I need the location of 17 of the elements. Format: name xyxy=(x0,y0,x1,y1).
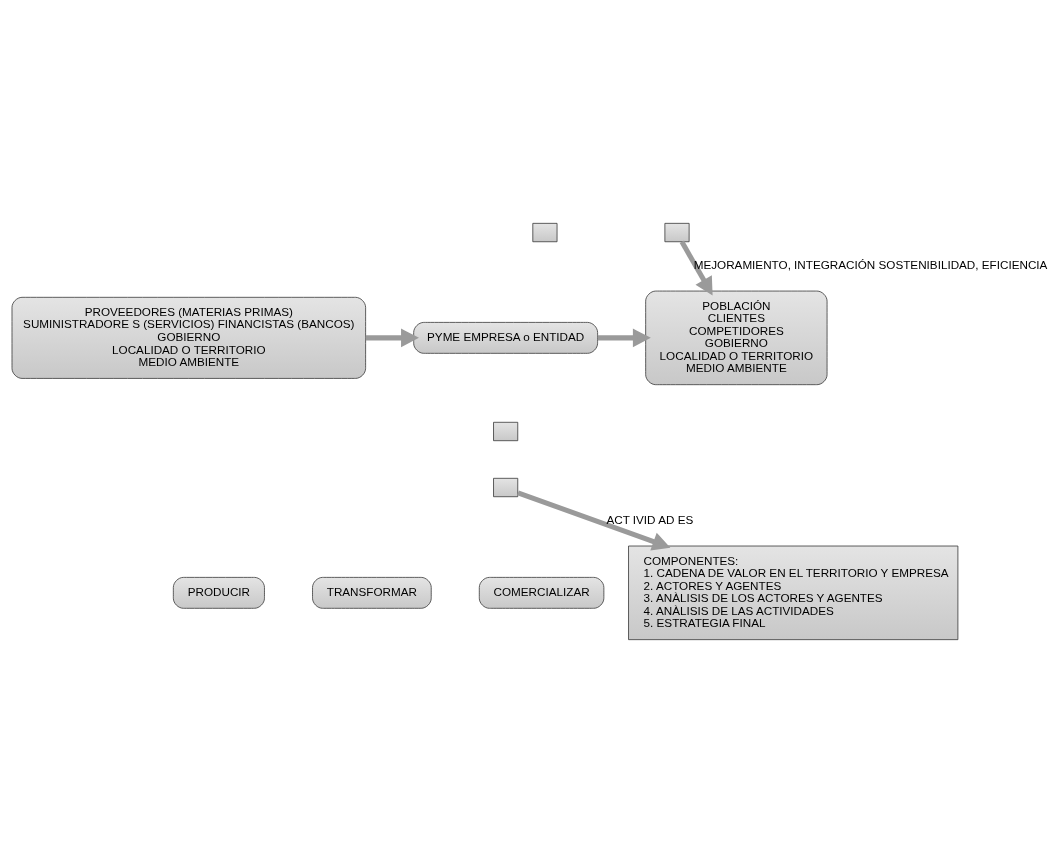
arrow xyxy=(597,328,651,348)
node-box xyxy=(493,477,519,498)
edge-label: MEJORAMIENTO, INTEGRACIÓN SOSTENIBILIDAD, EFICIENCIA xyxy=(693,258,1048,272)
node-box: PRODUCIR xyxy=(172,576,265,609)
arrow xyxy=(679,240,713,296)
node-box: TRANSFORMAR xyxy=(312,576,432,609)
node-box: COMPONENTES: 1. CADENA DE VALOR EN EL TERRITORIO Y EMPRESA 2. ACTORES Y AGENTES 3. ANÀLISIS DE LOS ACTORES Y AGENTES 4. ANÀLISIS DE LAS ACTIVIDADES 5. ESTRATEGIA FINAL xyxy=(628,545,959,641)
node-box xyxy=(532,222,558,243)
edge-label: ACT IVID AD ES xyxy=(606,513,694,527)
node-box xyxy=(664,222,690,243)
node-box: PYME EMPRESA o ENTIDAD xyxy=(413,322,598,354)
node-box: PROVEEDORES (MATERIAS PRIMAS) SUMINISTRADORE S (SERVICIOS) FINANCISTAS (BANCOS) GOBIERNO LOCALIDAD O TERRITORIO MEDIO AMBIENTE xyxy=(11,296,367,379)
arrow xyxy=(517,490,671,551)
arrow xyxy=(365,328,419,348)
node-box xyxy=(493,421,519,442)
node-box: POBLACIÓN CLIENTES COMPETIDORES GOBIERNO LOCALIDAD O TERRITORIO MEDIO AMBIENTE xyxy=(645,290,828,386)
node-box: COMERCIALIZAR xyxy=(478,576,605,609)
